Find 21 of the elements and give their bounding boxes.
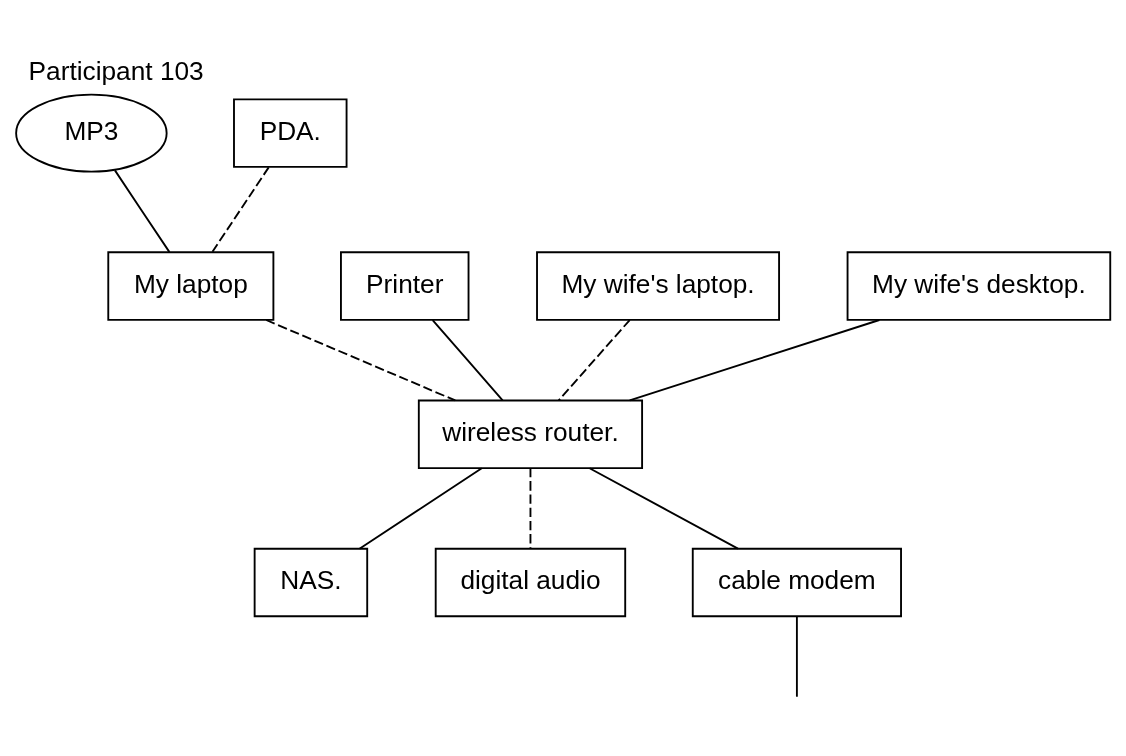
connector: [557, 319, 631, 402]
connector: [431, 319, 504, 402]
node-box: My wife's desktop.: [846, 251, 1112, 321]
connector: [114, 169, 171, 254]
connector: [795, 615, 798, 698]
node-ellipse: MP3: [15, 93, 168, 173]
node-box: digital audio: [434, 547, 627, 618]
node-box: NAS.: [253, 547, 369, 618]
node-box: cable modem: [691, 547, 902, 618]
connector: [628, 319, 881, 402]
node-box: My wife's laptop.: [536, 251, 780, 321]
node-box: wireless router.: [417, 399, 644, 469]
connector: [211, 166, 270, 253]
node-box: Printer: [340, 251, 470, 321]
connector: [358, 467, 483, 550]
node-box: My laptop: [107, 251, 275, 321]
connector: [265, 319, 457, 402]
connector: [529, 467, 532, 550]
node-box: PDA.: [233, 98, 348, 168]
connector: [588, 467, 739, 550]
diagram-title: Participant 103: [28, 56, 204, 87]
